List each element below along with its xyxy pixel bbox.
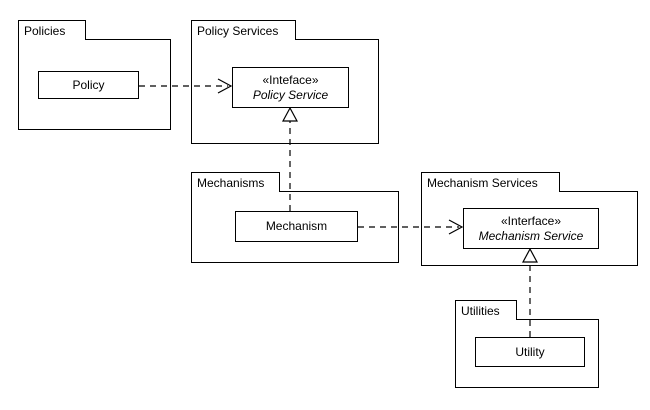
- package-mechanism-services-tab: Mechanism Services: [421, 172, 560, 192]
- class-mechanism-name: Mechanism: [265, 219, 328, 233]
- package-mechanisms-label: Mechanisms: [197, 175, 265, 190]
- interface-mechanism-service-stereotype: «Interface»: [500, 213, 562, 228]
- class-policy-name: Policy: [72, 77, 105, 92]
- package-mechanisms-tab: Mechanisms: [191, 172, 280, 192]
- package-utilities-label: Utilities: [461, 303, 500, 318]
- interface-mechanism-service[interactable]: «Interface» Mechanism Service: [463, 208, 599, 249]
- class-policy[interactable]: Policy: [38, 71, 139, 99]
- interface-policy-service-stereotype: «Inteface»: [262, 72, 319, 87]
- interface-policy-service-name: Policy Service: [252, 87, 329, 102]
- interface-mechanism-service-name: Mechanism Service: [478, 228, 584, 243]
- package-mechanism-services-label: Mechanism Services: [427, 175, 538, 190]
- package-utilities-tab: Utilities: [455, 300, 517, 320]
- package-policies-label: Policies: [24, 23, 66, 38]
- interface-policy-service[interactable]: «Inteface» Policy Service: [232, 67, 349, 108]
- class-utility-name: Utility: [515, 344, 545, 359]
- package-policies-tab: Policies: [18, 20, 86, 40]
- class-mechanism[interactable]: Mechanism: [235, 211, 358, 242]
- package-policy-services-label: Policy Services: [197, 23, 279, 38]
- package-policy-services-tab: Policy Services: [191, 20, 296, 40]
- class-utility[interactable]: Utility: [475, 337, 585, 367]
